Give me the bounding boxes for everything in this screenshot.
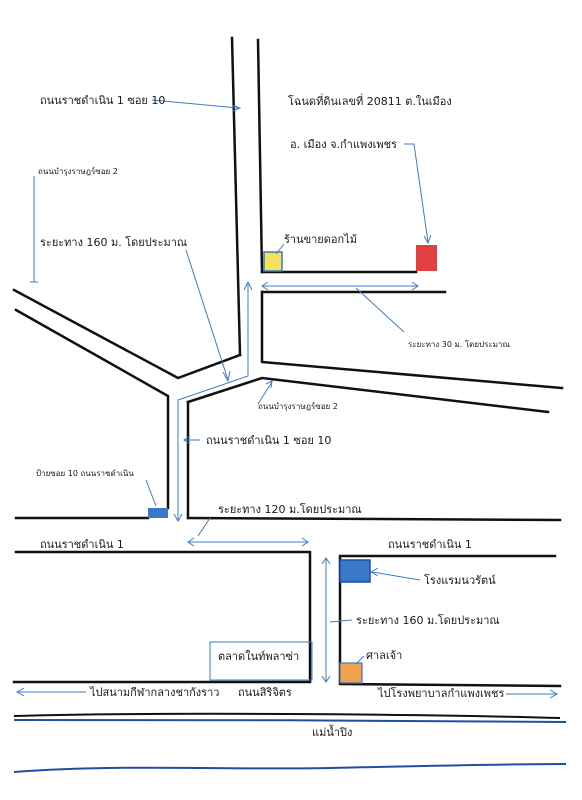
label-ratchadamnoen-left: ถนนราชดำเนิน 1 [40,538,124,551]
soi2-west-lower [14,308,170,510]
label-to-hospital: ไปโรงพยาบาลกำแพงเพชร [377,686,505,700]
arrowhead [222,370,231,383]
pointer-shrine [355,655,365,665]
label-dist-160-right: ระยะทาง 160 ม.โดยประมาณ [356,613,500,627]
label-deed-line1: โฉนดที่ดินเลขที่ 20811 ต.ในเมือง [288,93,452,108]
pointer-dist-160-right [329,619,353,623]
arrowhead [411,281,419,291]
arrowhead [549,689,559,699]
pointer-soi2-mid [257,381,273,405]
guide-lines [15,99,559,699]
main-road-north-east [186,516,562,522]
arrowhead [231,104,242,112]
soi2-west-upper [12,288,242,380]
soi10-north-east-edge [256,38,264,274]
route-arrow-soi10 [177,284,249,520]
shrine-marker [339,662,363,684]
pointer-hotel [371,571,421,581]
arrowhead [321,557,331,565]
hotel-marker [339,559,371,583]
pointer-flower-shop [275,243,285,255]
label-ratchadamnoen-right: ถนนราชดำเนิน 1 [388,538,472,551]
main-road-south-east [338,554,557,684]
roads [12,36,564,719]
label-soi10-mid: ถนนราชดำเนิน 1 ซอย 10 [206,434,331,447]
soi2-east-lower [186,376,550,414]
pointer-dist-160-top [185,249,229,381]
arrowhead [183,435,191,445]
label-dist-160-top: ระยะทาง 160 ม. โดยประมาณ [40,235,187,249]
label-shrine: ศาลเจ้า [366,649,402,662]
label-sirijit-road: ถนนสิริจิตร [238,686,292,699]
label-river: แม่น้ำปิง [312,724,352,739]
soi2-east-upper [260,290,564,390]
river-bank-south [13,763,567,773]
label-soi10-top: ถนนราชดำเนิน 1 ซอย 10 [40,94,165,107]
label-soi2-mid: ถนนบำรุงราษฎร์ซอย 2 [258,401,338,411]
soi10-north-west-edge [230,36,242,357]
main-road-south-west [14,550,312,682]
land-plot-marker [416,245,437,271]
arrowhead [423,234,432,245]
river [13,719,567,773]
arrowhead [15,687,25,697]
labels: ถนนราชดำเนิน 1 ซอย 10 โฉนดที่ดินเลขที่ 2… [36,93,510,739]
label-soi2-left: ถนนบำรุงราษฎร์ซอย 2 [38,166,118,176]
arrowhead [321,675,331,683]
arrowhead [369,567,379,577]
label-market: ตลาดในท์พลาซ่า [218,650,299,663]
flower-shop-marker [263,251,283,272]
arrowhead [173,513,183,523]
label-hotel: โรงแรมนวรัตน์ [424,573,496,587]
label-dist-120: ระยะทาง 120 ม.โดยประมาณ [218,502,362,516]
markers [148,245,437,684]
river-bank-north [13,719,567,723]
label-sign-soi10: ป้ายซอย 10 ถนนราชดำเนิน [36,469,134,478]
arrowhead [265,380,273,389]
label-to-stadium: ไปสนามกีฬากลางชากังราว [89,686,219,699]
arrowhead [243,280,253,291]
arrowhead [261,281,269,291]
label-dist-30: ระยะทาง 30 ม. โดยประมาณ [408,339,510,349]
pointer-dist-120 [197,517,211,537]
pointer-dist-30 [355,287,405,333]
market-box [209,641,313,681]
soi10-sign-marker [148,508,168,518]
label-flower-shop: ร้านขายดอกไม้ [284,233,357,246]
arrowhead [187,537,195,547]
sirijit-road-south [13,712,561,719]
label-deed-line2: อ. เมือง จ.กำแพงเพชร [290,138,397,151]
pointer-deed [404,143,429,243]
arrowhead [301,537,309,547]
pointer-sign [145,479,157,507]
pointer-soi10-top [151,99,239,109]
sirijit-road-north-east [338,682,562,688]
